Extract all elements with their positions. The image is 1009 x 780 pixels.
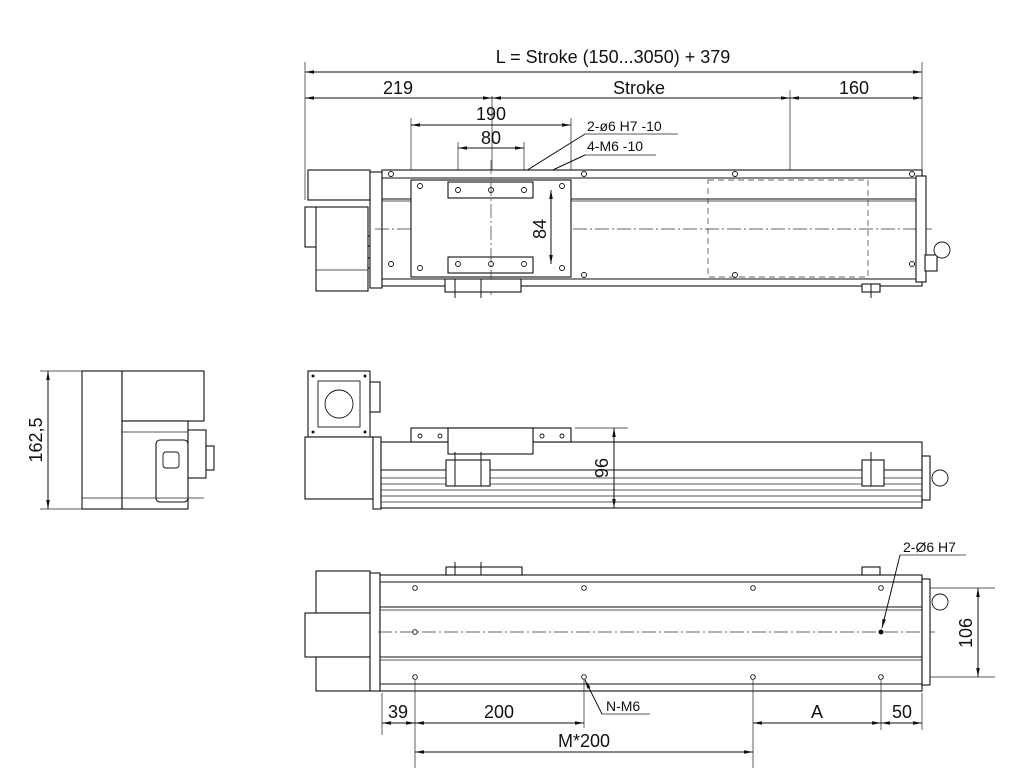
side-view: 96	[304, 370, 949, 510]
left-offset-label: 219	[383, 78, 413, 98]
bottom-total-label: M*200	[558, 731, 610, 751]
side-height-label: 96	[592, 458, 612, 478]
stroke-label: Stroke	[613, 78, 665, 98]
bottom-right-label: 50	[892, 702, 912, 722]
right-offset-label: 160	[839, 78, 869, 98]
bottom-pitch-label: 200	[484, 702, 514, 722]
bottom-left-label: 39	[388, 702, 408, 722]
bottom-thread-callout: N-M6	[606, 698, 640, 714]
end-view: 162,5	[26, 370, 215, 510]
hole-spacing-label: 80	[481, 128, 501, 148]
bottom-pin-hole-callout: 2-Ø6 H7	[903, 539, 956, 555]
rail-body-bottom	[379, 574, 923, 692]
end-height-label: 162,5	[26, 417, 46, 462]
carriage-width-label: 84	[530, 219, 550, 239]
bottom-a-label: A	[811, 702, 823, 722]
thread-callout: 4-M6 -10	[587, 138, 643, 154]
overall-length-label: L = Stroke (150...3050) + 379	[496, 47, 731, 67]
bottom-width-label: 106	[956, 618, 976, 648]
bottom-view: 2-Ø6 H7 106 N-M6 39 200 A 50 M*200	[304, 539, 995, 768]
carriage-length-label: 190	[476, 104, 506, 124]
top-view: L = Stroke (150...3050) + 379 219 Stroke…	[304, 47, 951, 298]
pin-hole-callout: 2-ø6 H7 -10	[587, 118, 662, 134]
